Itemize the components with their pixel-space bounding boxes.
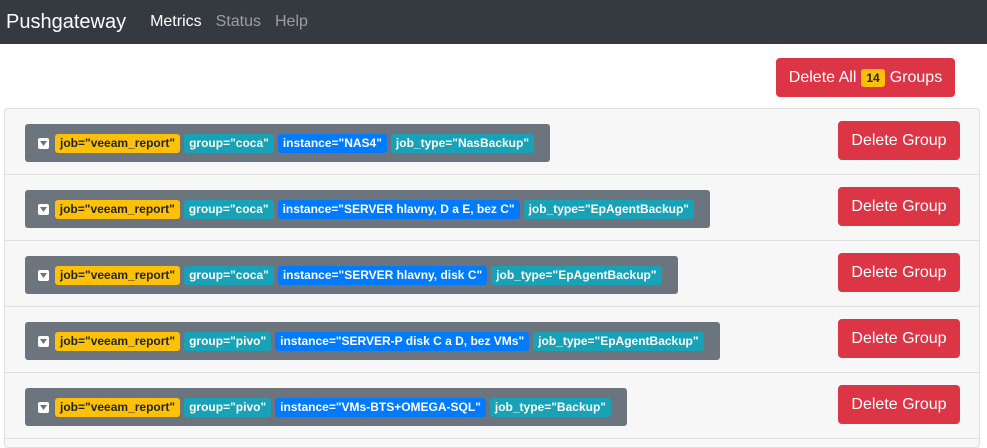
caret-down-square-icon[interactable] <box>38 137 49 149</box>
navbar-brand[interactable]: Pushgateway <box>6 10 127 33</box>
delete-all-label: Delete All <box>788 68 857 86</box>
instance-label-badge: instance="NAS4" <box>277 133 387 153</box>
group-list: job="veeam_report" group="coca" instance… <box>4 108 980 448</box>
caret-down-square-icon[interactable] <box>38 203 49 215</box>
caret-down-square-icon[interactable] <box>38 269 49 281</box>
delete-all-suffix: Groups <box>889 68 943 86</box>
delete-group-button[interactable]: Delete Group <box>838 187 960 226</box>
group-label-badge: group="coca" <box>184 133 274 153</box>
instance-label-badge: instance="SERVER hlavny, D a E, bez C" <box>277 199 520 219</box>
job-label-badge: job="veeam_report" <box>55 133 181 153</box>
job-type-label-badge: job_type="EpAgentBackup" <box>491 265 662 285</box>
job-label-badge: job="veeam_report" <box>55 331 181 351</box>
delete-group-button[interactable]: Delete Group <box>838 121 960 160</box>
top-actions: Delete All 14 Groups <box>0 44 987 108</box>
delete-group-button[interactable]: Delete Group <box>838 253 960 292</box>
job-type-label-badge: job_type="NasBackup" <box>390 133 535 153</box>
group-row: job="veeam_report" group="coca" instance… <box>5 175 979 241</box>
nav-link-status[interactable]: Status <box>215 13 261 30</box>
group-header[interactable]: job="veeam_report" group="coca" instance… <box>25 190 710 228</box>
delete-all-groups-button[interactable]: Delete All 14 Groups <box>776 58 955 97</box>
job-type-label-badge: job_type="EpAgentBackup" <box>523 199 694 219</box>
job-label-badge: job="veeam_report" <box>54 199 180 219</box>
instance-label-badge: instance="SERVER hlavny, disk C" <box>277 265 488 285</box>
group-count-badge: 14 <box>861 68 885 87</box>
caret-down-square-icon[interactable] <box>38 401 49 413</box>
group-row: job="veeam_report" group="coca" instance… <box>5 109 979 175</box>
caret-down-square-icon[interactable] <box>38 335 49 347</box>
group-row: job="veeam_report" group="coca" instance… <box>5 241 979 307</box>
group-header[interactable]: job="veeam_report" group="coca" instance… <box>25 256 678 294</box>
group-label-badge: group="coca" <box>183 199 274 219</box>
group-header[interactable]: job="veeam_report" group="coca" instance… <box>25 124 550 162</box>
job-label-badge: job="veeam_report" <box>55 265 181 285</box>
group-header[interactable]: job="veeam_report" group="pivo" instance… <box>25 388 627 426</box>
instance-label-badge: instance="VMs-BTS+OMEGA-SQL" <box>275 397 486 417</box>
top-navbar: Pushgateway Metrics Status Help <box>0 0 987 44</box>
delete-group-button[interactable]: Delete Group <box>838 319 960 358</box>
delete-group-button[interactable]: Delete Group <box>838 385 960 424</box>
job-label-badge: job="veeam_report" <box>55 397 181 417</box>
group-row: job="veeam_report" group="pivo" instance… <box>5 373 979 439</box>
job-type-label-badge: job_type="EpAgentBackup" <box>533 331 704 351</box>
instance-label-badge: instance="SERVER-P disk C a D, bez VMs" <box>275 331 530 351</box>
group-label-badge: group="pivo" <box>184 397 272 417</box>
group-label-badge: group="pivo" <box>184 331 272 351</box>
nav-link-metrics[interactable]: Metrics <box>150 13 202 30</box>
nav-link-help[interactable]: Help <box>275 13 308 30</box>
group-label-badge: group="coca" <box>184 265 274 285</box>
group-header[interactable]: job="veeam_report" group="pivo" instance… <box>25 322 720 360</box>
job-type-label-badge: job_type="Backup" <box>489 397 611 417</box>
group-row: job="veeam_report" group="pivo" instance… <box>5 307 979 373</box>
